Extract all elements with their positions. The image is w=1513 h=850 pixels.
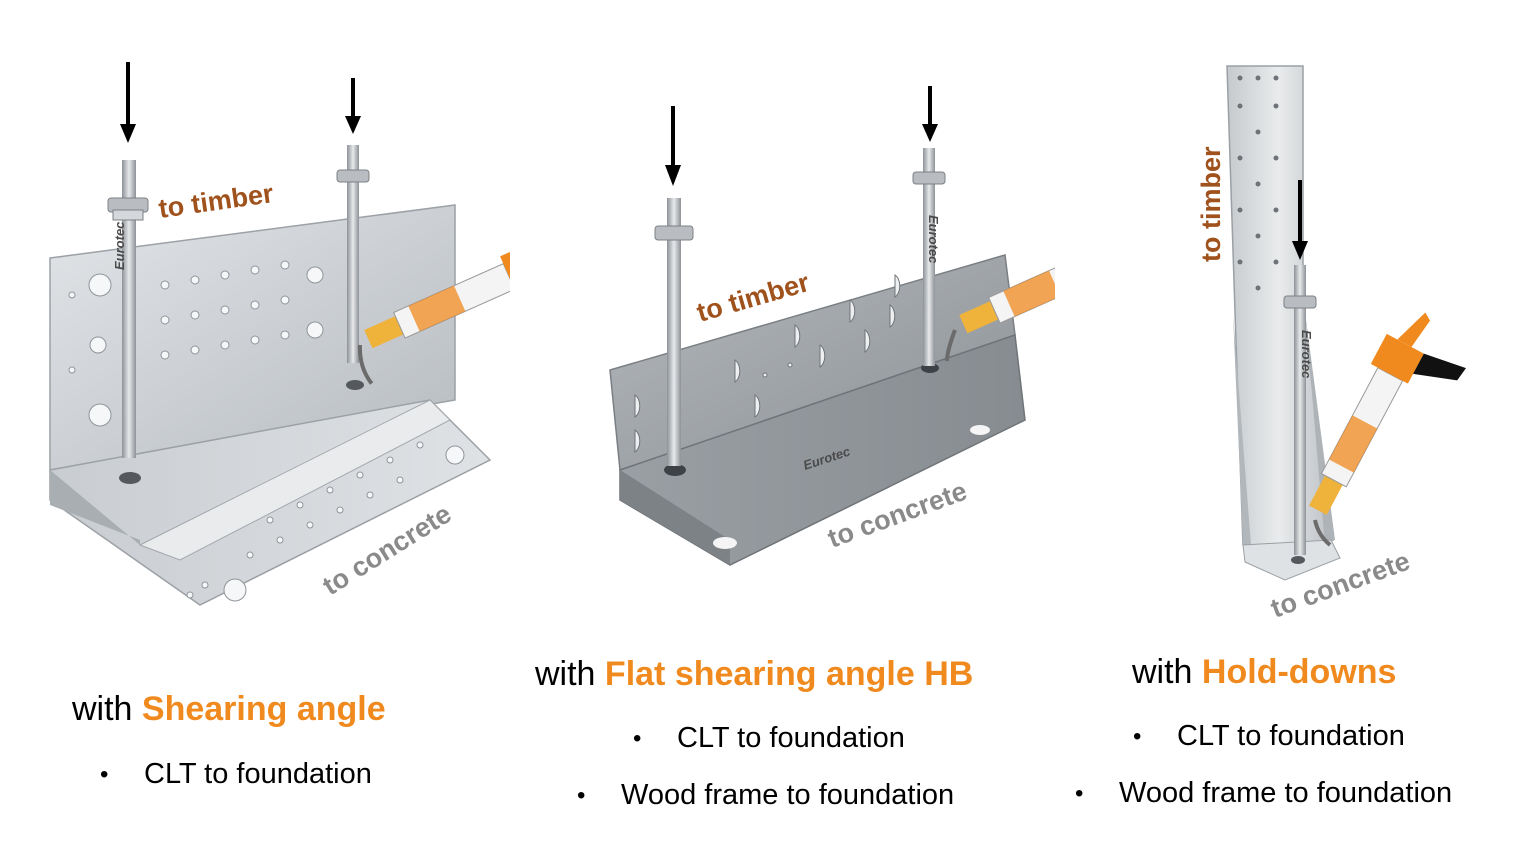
product-name: Shearing angle (141, 690, 386, 728)
cartridge-gun-icon (1309, 312, 1466, 547)
flat-shearing-angle-illustration: Eurotec Eurotec to timber to concrete (609, 86, 1055, 566)
heading-prefix: with (535, 655, 605, 693)
flat-shearing-angle-bracket-icon (609, 254, 1026, 566)
panel-flat-shearing-angle-hb: Eurotec Eurotec to timber to concrete wi… (510, 0, 1055, 850)
bullet-item: Wood frame to foundation (577, 767, 954, 824)
rod-brand-mark: Eurotec (1299, 330, 1314, 379)
bullet-list: CLT to foundation Wood frame to foundati… (1075, 708, 1452, 822)
panel-shearing-angle: Eurotec to timber to concrete with Shear… (0, 0, 510, 850)
heading-prefix: with (1132, 653, 1202, 691)
bullet-item: Wood frame to foundation (1075, 765, 1452, 822)
product-name: Hold-downs (1201, 653, 1397, 691)
hold-down-illustration: Eurotec to timber to concrete (1196, 65, 1466, 624)
heading-prefix: with (72, 690, 142, 728)
shearing-angle-illustration: Eurotec to timber to concrete (49, 62, 510, 606)
rod-brand-mark: Eurotec (112, 221, 127, 270)
load-arrow-icon (120, 62, 136, 143)
bullet-list: CLT to foundation (100, 746, 372, 803)
threaded-rod-icon (1283, 265, 1317, 555)
bullet-item: CLT to foundation (1133, 708, 1452, 765)
load-arrow-icon (922, 86, 938, 142)
bullet-list: CLT to foundation Wood frame to foundati… (577, 710, 954, 824)
cartridge-gun-icon (944, 248, 1055, 362)
load-arrow-icon (345, 78, 361, 134)
bullet-item: CLT to foundation (633, 710, 954, 767)
threaded-rod-icon (654, 148, 946, 466)
panel-hold-downs: Eurotec to timber to concrete with Hold-… (1055, 0, 1513, 850)
bullet-item: CLT to foundation (100, 746, 372, 803)
to-timber-label: to timber (1196, 146, 1226, 262)
threaded-rod-icon (107, 145, 370, 458)
cartridge-gun-icon (357, 242, 510, 385)
to-timber-label: to timber (157, 178, 276, 224)
load-arrow-icon (1292, 180, 1308, 260)
heading-shearing-angle: with Shearing angle (72, 690, 386, 729)
rod-brand-mark: Eurotec (926, 215, 941, 264)
heading-flat-shearing-angle-hb: with Flat shearing angle HB (535, 655, 973, 694)
product-name: Flat shearing angle HB (604, 655, 974, 693)
heading-hold-downs: with Hold-downs (1132, 653, 1396, 692)
load-arrow-icon (665, 106, 681, 186)
